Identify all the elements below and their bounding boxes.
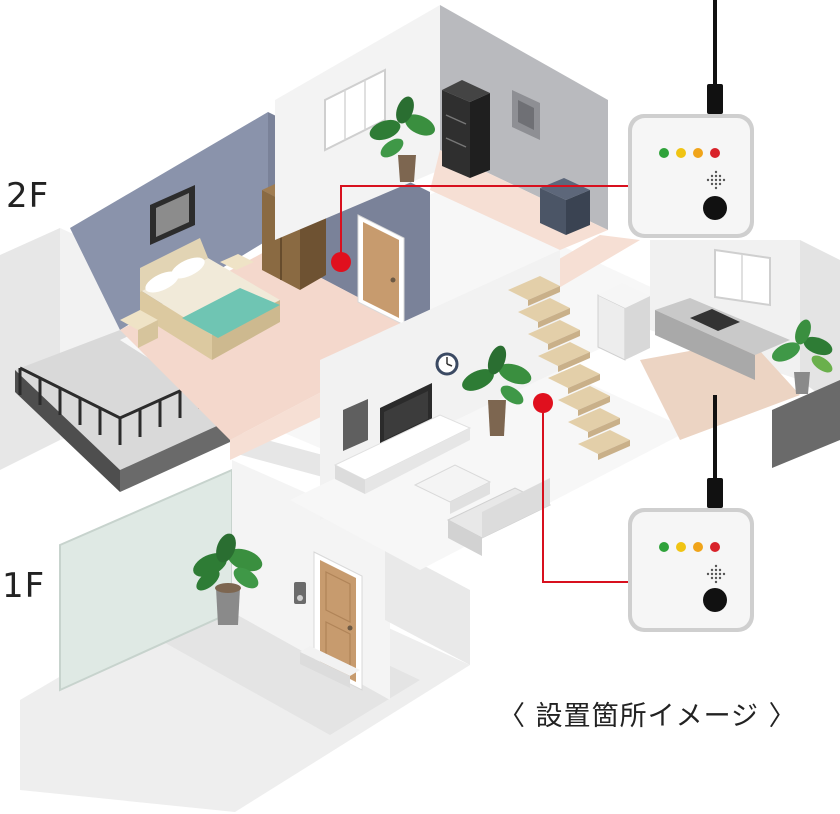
door-knob (347, 625, 353, 631)
lower-connector-line (542, 403, 628, 583)
upper-device-face (632, 118, 750, 234)
sofa-front (448, 520, 482, 556)
speaker-grille-icon (706, 170, 726, 190)
lower-led-orange (693, 542, 703, 552)
upper-led-green (659, 148, 669, 158)
entrance-step (300, 646, 360, 676)
lower-marker-dot (533, 393, 553, 413)
entrance-door (320, 560, 356, 682)
pillow-right (171, 257, 205, 279)
upper-device-cable-plug (707, 84, 723, 114)
left-exterior-wall (0, 228, 60, 470)
lower-led-red (710, 542, 720, 552)
bedroom-door-knob (390, 277, 396, 283)
sofa-back (482, 478, 550, 538)
study-cabinet-top (540, 178, 590, 200)
speaker-grille-icon (706, 564, 726, 584)
lower-led-green (659, 542, 669, 552)
bedroom-picture (156, 193, 189, 237)
kitchen-counter-front (655, 310, 755, 380)
bedroom-door (363, 222, 399, 318)
refrigerator-side (625, 296, 650, 360)
first-floor-shadow (160, 600, 420, 735)
intercom-lens (297, 595, 303, 601)
tv-stand-side (335, 465, 365, 494)
refrigerator-top (598, 283, 650, 308)
kitchen-side-cabinet (772, 380, 840, 468)
floor-label-1f: 1F (2, 566, 46, 606)
balcony-floor (15, 330, 230, 470)
living-wall-art (343, 399, 368, 451)
upper-led-red (710, 148, 720, 158)
study-plant (369, 96, 435, 182)
slab-front-edge (230, 410, 470, 487)
upper-connector (331, 185, 628, 272)
study-cabinet-front (540, 188, 566, 235)
first-floor (20, 460, 470, 812)
floor-label-2f: 2F (6, 176, 50, 216)
tv-stand-front (365, 428, 470, 494)
bookshelf-side (470, 93, 490, 178)
upper-marker-dot (331, 252, 351, 272)
bed-blanket (182, 288, 280, 338)
kitchen-plant (771, 319, 833, 394)
nightstand-right (220, 254, 254, 270)
lower-led-yellow (676, 542, 686, 552)
upper-connector-line (340, 185, 628, 262)
study-cabinet-side (566, 190, 590, 235)
lower-device (628, 395, 754, 632)
lower-device-face (632, 512, 750, 628)
kitchen-floor (640, 340, 800, 440)
entrance-step-front (300, 652, 350, 688)
kitchen (597, 240, 840, 468)
lower-device-cable-plug (707, 478, 723, 508)
study-room (275, 5, 608, 250)
coffee-table-front (450, 482, 490, 514)
staircase (508, 276, 630, 460)
bed-base-side (140, 290, 212, 360)
upper-led-yellow (676, 148, 686, 158)
pillow-left (145, 271, 179, 293)
nightstand-left (120, 310, 158, 330)
balcony-slab-side (120, 420, 230, 492)
upper-device (628, 0, 754, 238)
bookshelf-front (442, 90, 470, 178)
bookshelf-top (442, 80, 490, 102)
first-floor-wall-edge (385, 545, 470, 665)
caption-installation-image: 〈 設置箇所イメージ 〉 (498, 701, 797, 732)
cooktop (690, 309, 740, 331)
intercom-panel (294, 582, 306, 604)
upper-led-orange (693, 148, 703, 158)
button-icon (703, 196, 727, 220)
first-floor-plant (193, 533, 263, 625)
bed-base-front (212, 300, 280, 360)
button-icon (703, 588, 727, 612)
nightstand-left-front (138, 320, 158, 348)
lower-connector (533, 393, 628, 583)
living-plant (462, 345, 532, 436)
door-panel-upper (325, 571, 351, 623)
